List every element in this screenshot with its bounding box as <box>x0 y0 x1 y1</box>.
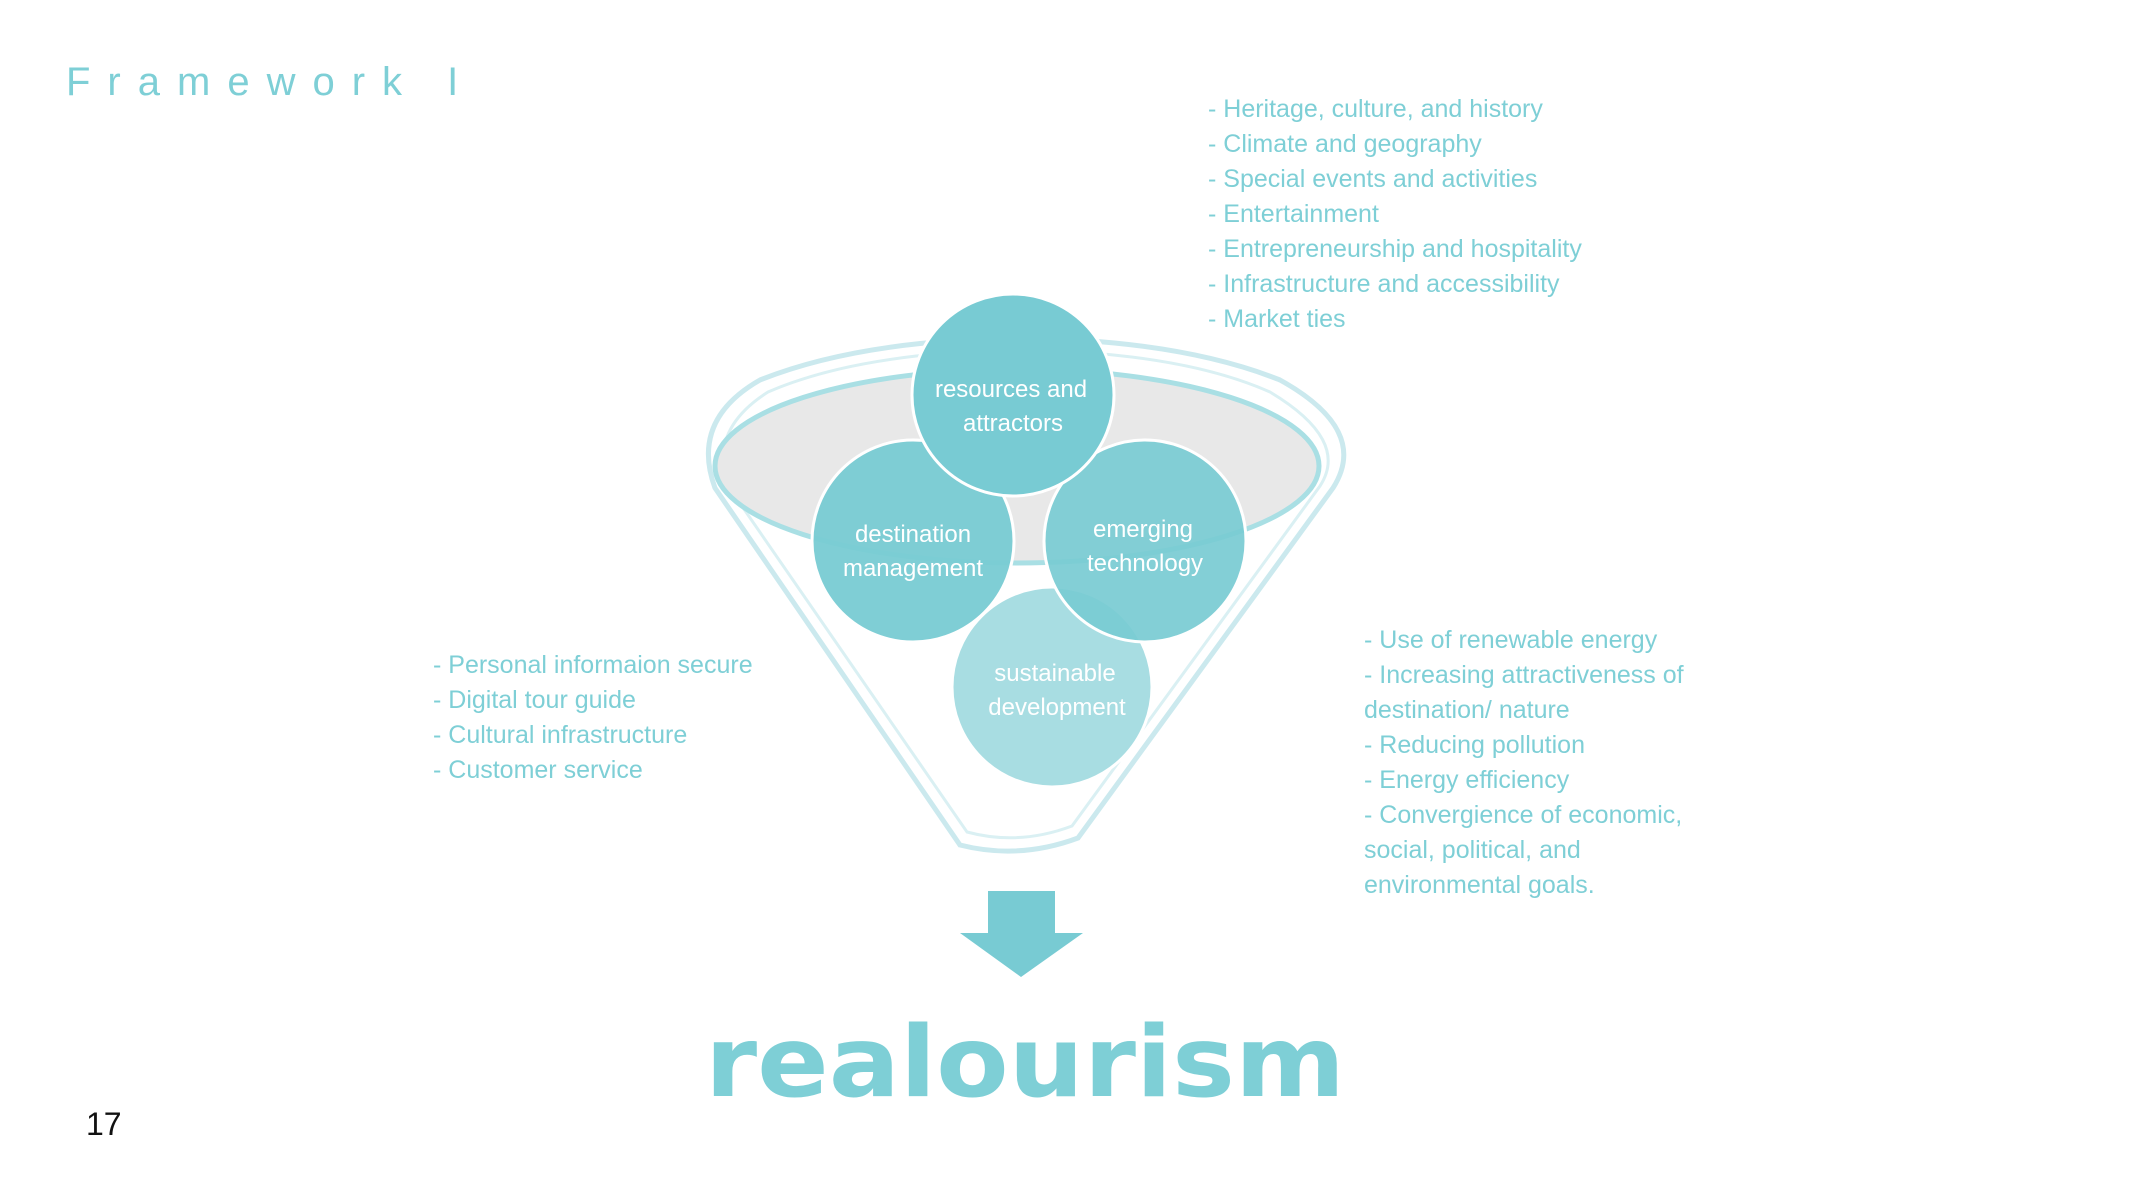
list-item: - Personal informaion secure <box>433 651 753 679</box>
resources-list: - Heritage, culture, and history - Clima… <box>1208 92 1582 337</box>
circle-sustainable-development <box>950 585 1154 789</box>
list-item: - Climate and geography <box>1208 130 1482 158</box>
list-item: - Market ties <box>1208 305 1346 333</box>
list-item: - Customer service <box>433 756 643 784</box>
arrow-down-icon <box>960 891 1083 977</box>
list-item: - Entrepreneurship and hospitality <box>1208 235 1582 263</box>
list-item: - Convergience of economic, social, poli… <box>1364 801 1683 899</box>
list-item: - Digital tour guide <box>433 686 636 714</box>
list-item: - Cultural infrastructure <box>433 721 688 749</box>
sustainable-label-line1: sustainable <box>994 660 1115 687</box>
list-item: - Entertainment <box>1208 200 1379 228</box>
circle-emerging-technology <box>1042 438 1248 644</box>
destination-list: - Personal informaion secure - Digital t… <box>433 648 753 788</box>
list-item: - Heritage, culture, and history <box>1208 95 1543 123</box>
page-title: Framework I <box>66 60 476 104</box>
sustainable-list: - Use of renewable energy - Increasing a… <box>1364 623 1699 903</box>
list-item: - Infrastructure and accessibility <box>1208 270 1560 298</box>
destination-label-line2: management <box>843 555 983 582</box>
circle-resources-and-attractors <box>910 292 1116 498</box>
destination-label-line1: destination <box>855 521 971 548</box>
emerging-label-line1: emerging <box>1093 516 1193 543</box>
emerging-label-line2: technology <box>1087 550 1203 577</box>
sustainable-label-line2: development <box>988 694 1126 721</box>
brand-wordmark: realourism <box>705 1018 1345 1120</box>
resources-label-line2: attractors <box>963 410 1063 437</box>
brand-logo: realourism <box>705 1018 1345 1120</box>
list-item: - Reducing pollution <box>1364 731 1585 759</box>
page-number: 17 <box>86 1106 122 1142</box>
circle-destination-management <box>810 438 1016 644</box>
resources-label-line1: resources and <box>935 376 1087 403</box>
list-item: - Use of renewable energy <box>1364 626 1658 654</box>
list-item: - Increasing attractiveness of destinati… <box>1364 661 1684 724</box>
list-item: - Special events and activities <box>1208 165 1538 193</box>
list-item: - Energy efficiency <box>1364 766 1570 794</box>
